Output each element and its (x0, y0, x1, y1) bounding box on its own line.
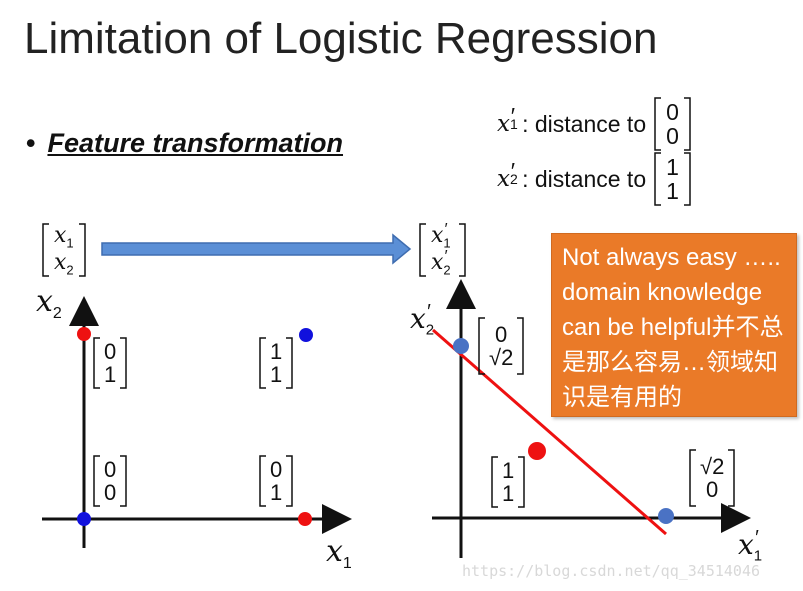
right-label-sqrt2-0-top: √2 (700, 453, 725, 479)
left-point-1-1 (299, 328, 313, 342)
left-y-label-sub: 2 (52, 305, 62, 322)
left-x-axis-label: x1 (326, 534, 352, 573)
bullet-feature-transformation: • Feature transformation (26, 128, 343, 159)
def-sub-2: 2 (509, 171, 518, 187)
def-var-x2: x (497, 166, 510, 192)
right-y-label-sub: 2 (425, 321, 435, 339)
def-var-x1: x (497, 111, 510, 137)
right-y-axis-label: x2′ (410, 301, 438, 339)
right-label-0-sqrt2-bottom: √2 (489, 345, 514, 370)
slide-title: Limitation of Logistic Regression (24, 14, 658, 63)
right-label-1-1-bottom: 1 (502, 481, 515, 506)
output-vector: x1′ x2′ (417, 220, 468, 278)
watermark-url: https://blog.csdn.net/qq_34514046 (462, 562, 761, 580)
def-text-2: : distance to (522, 165, 647, 192)
left-label-0-0-top: 0 (104, 456, 117, 482)
right-y-label-var: x (410, 302, 426, 335)
right-label-sqrt2-0-bottom: 0 (706, 477, 719, 502)
right-point-1-1 (528, 442, 546, 460)
output-vec-bottom: x (431, 250, 444, 275)
def-vec1-top: 0 (666, 98, 679, 125)
right-label-1-1-top: 1 (502, 457, 515, 483)
right-y-label-prime: ′ (427, 301, 431, 323)
def-text-1: : distance to (522, 110, 647, 137)
left-point-0-0 (77, 512, 91, 526)
left-label-br-bottom: 1 (270, 480, 283, 505)
def-prime-2: ′ (510, 157, 516, 184)
def-prime-1: ′ (510, 102, 516, 129)
left-point-0-1 (77, 327, 91, 341)
output-vec-top-sub: 1 (443, 235, 451, 251)
def-sub-1: 1 (509, 116, 518, 132)
output-vec-top-prime: ′ (444, 220, 448, 238)
output-vec-bottom-prime: ′ (444, 248, 448, 265)
output-vec-bottom-sub: 2 (443, 262, 451, 278)
right-x-label-var: x (738, 528, 754, 561)
left-y-axis-label: x2 (36, 284, 62, 323)
right-label-0-sqrt2-top: 0 (495, 321, 508, 347)
input-vec-bottom: x (54, 250, 67, 275)
bullet-text: Feature transformation (47, 128, 344, 158)
bullet-dot-icon: • (26, 128, 36, 158)
left-label-0-0-bottom: 0 (104, 480, 117, 505)
left-label-br-top: 0 (270, 456, 283, 482)
decision-boundary-line (432, 328, 667, 536)
input-vec-bottom-sub: 2 (66, 262, 74, 278)
input-vec-top: x (54, 222, 67, 248)
callout-note: Not always easy ….. domain knowledge can… (551, 233, 797, 417)
right-label-0-sqrt2: 0√2 (477, 316, 525, 376)
def-vec2-bottom: 1 (666, 178, 679, 204)
right-x-label-sub: 1 (753, 547, 763, 565)
right-point-0-sqrt2 (453, 338, 469, 354)
output-vec-top: x (431, 222, 444, 248)
left-label-0-1-bottom: 1 (104, 362, 117, 387)
def-vec1-bottom: 0 (666, 123, 679, 149)
left-x-label-var: x (326, 534, 343, 569)
left-point-1-0 (298, 512, 312, 526)
left-label-1-1-bottom: 1 (270, 362, 283, 387)
left-y-label-var: x (36, 284, 53, 319)
right-x-axis-label: x1′ (738, 527, 766, 565)
transform-arrow (101, 233, 412, 265)
left-x-label-sub: 1 (342, 555, 352, 572)
right-point-sqrt2-0 (658, 508, 674, 524)
input-vec-top-sub: 1 (66, 235, 74, 251)
def-vec2-top: 1 (666, 153, 679, 180)
left-label-0-1-top: 0 (104, 338, 117, 364)
input-vector: x1 x2 (40, 222, 88, 278)
right-x-label-prime: ′ (755, 527, 759, 549)
left-label-1-1-top: 1 (270, 338, 283, 364)
